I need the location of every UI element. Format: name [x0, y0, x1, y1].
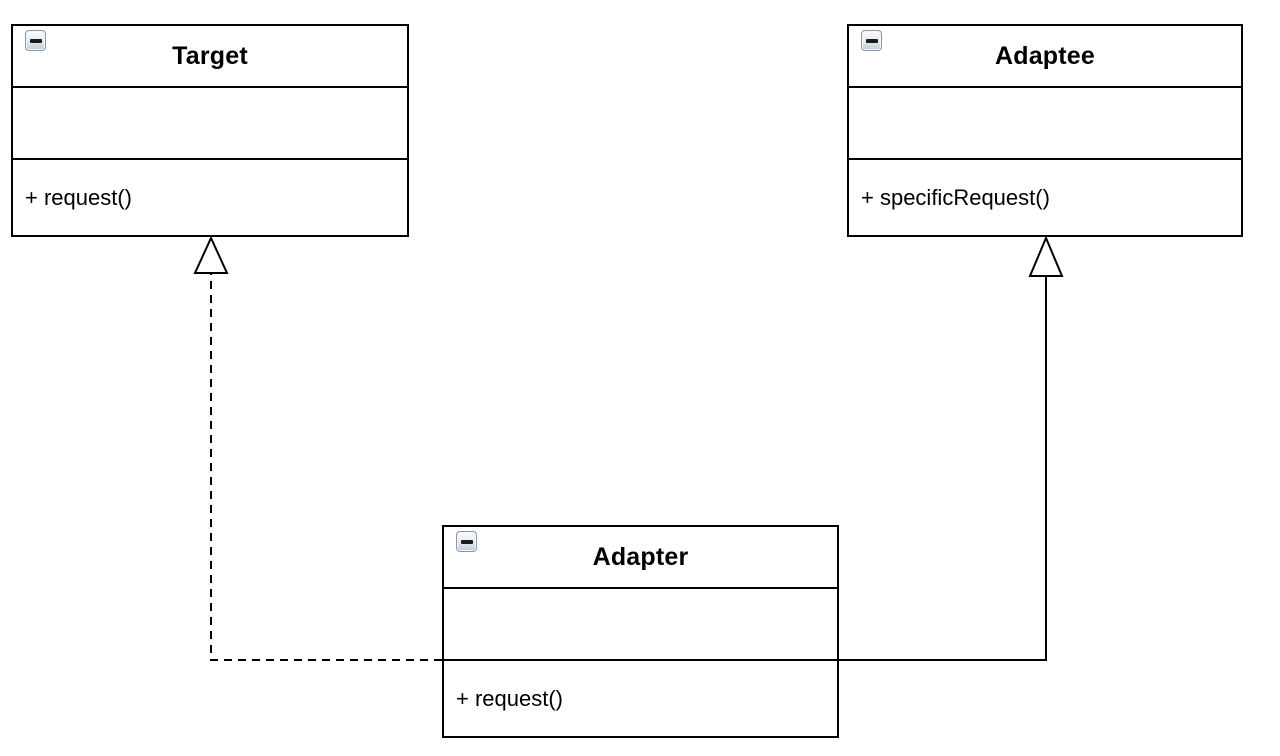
- class-name-target: Target: [172, 41, 248, 70]
- method-label: + specificRequest(): [861, 184, 1050, 210]
- class-name-adaptee: Adaptee: [994, 41, 1096, 70]
- collapse-minus-icon[interactable]: [456, 531, 477, 552]
- hollow-triangle-arrowhead-target[interactable]: [193, 235, 229, 274]
- collapse-minus-icon[interactable]: [25, 30, 46, 51]
- class-attributes-adaptee: [849, 88, 1241, 160]
- minus-glyph: [460, 539, 473, 544]
- class-attributes-target: [13, 88, 407, 160]
- class-box-adaptee[interactable]: Adaptee + specificRequest(): [847, 24, 1243, 237]
- class-methods-adaptee: + specificRequest(): [849, 160, 1241, 235]
- class-header-adaptee: Adaptee: [849, 26, 1241, 88]
- realization-connector-adapter-to-target[interactable]: [210, 273, 442, 661]
- method-label: + request(): [456, 685, 563, 711]
- class-methods-target: + request(): [13, 160, 407, 235]
- method-label: + request(): [25, 184, 132, 210]
- class-methods-adapter: + request(): [444, 661, 837, 736]
- class-box-target[interactable]: Target + request(): [11, 24, 409, 237]
- minus-glyph: [865, 38, 878, 43]
- class-name-adapter: Adapter: [592, 542, 689, 571]
- minus-glyph: [29, 38, 42, 43]
- generalization-connector-adapter-to-adaptee[interactable]: [839, 276, 1047, 661]
- class-header-target: Target: [13, 26, 407, 88]
- collapse-minus-icon[interactable]: [861, 30, 882, 51]
- class-header-adapter: Adapter: [444, 527, 837, 589]
- class-attributes-adapter: [444, 589, 837, 661]
- hollow-triangle-arrowhead-adaptee[interactable]: [1028, 235, 1064, 277]
- class-box-adapter[interactable]: Adapter + request(): [442, 525, 839, 738]
